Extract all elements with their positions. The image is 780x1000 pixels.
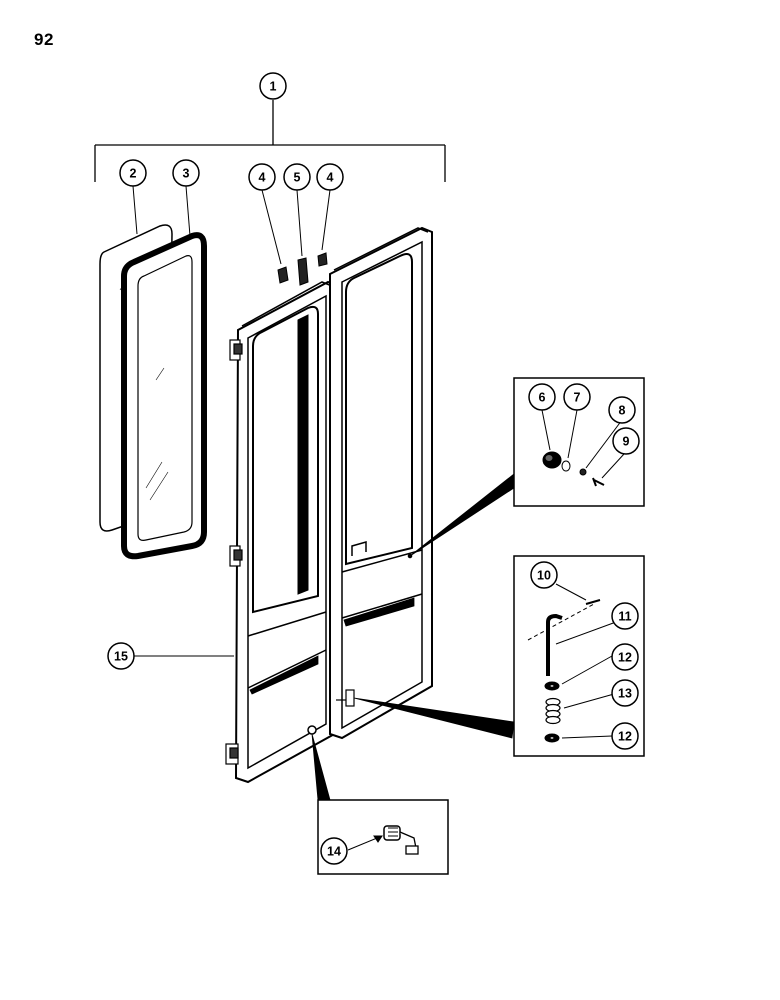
callout-c14: 14 (320, 837, 348, 865)
callout-c1: 1 (259, 72, 287, 100)
callout-number: 3 (183, 167, 190, 181)
right-door (329, 226, 433, 740)
leader-lines (132, 185, 331, 657)
callout-number: 13 (618, 687, 632, 701)
callout-c3: 3 (172, 159, 200, 187)
callout-number: 9 (623, 435, 630, 449)
callout-c9: 9 (612, 427, 640, 455)
callout-number: 6 (539, 391, 546, 405)
callout-circle (530, 561, 558, 589)
callout-c10: 10 (530, 561, 558, 589)
rubber-pads (277, 252, 328, 286)
callout-circle (611, 643, 639, 671)
callout-number: 10 (537, 569, 551, 583)
callout-c8: 8 (608, 396, 636, 424)
callout-circle (248, 163, 276, 191)
callout-circle (119, 159, 147, 187)
callout-circle (612, 427, 640, 455)
callout-c7: 7 (563, 383, 591, 411)
callout-circle (107, 642, 135, 670)
callout-number: 12 (618, 651, 632, 665)
pad-right (317, 252, 328, 267)
callout-number: 15 (114, 650, 128, 664)
callout-c2: 2 (119, 159, 147, 187)
callout-c12a: 12 (611, 643, 639, 671)
callout-number: 8 (619, 404, 626, 418)
callout-number: 4 (327, 171, 334, 185)
callout-number: 7 (574, 391, 581, 405)
callout-number: 4 (259, 171, 266, 185)
callout-circle (563, 383, 591, 411)
callout-c4b: 4 (316, 163, 344, 191)
callout-c13: 13 (611, 679, 639, 707)
page-number: 92 (34, 30, 54, 49)
callout-circle (259, 72, 287, 100)
callout-wedges (311, 473, 521, 801)
callout-circle (611, 602, 639, 630)
assembly-bracket (94, 100, 446, 182)
callout-circle (283, 163, 311, 191)
callout-c6: 6 (528, 383, 556, 411)
callout-number: 14 (327, 845, 341, 859)
callout-c5: 5 (283, 163, 311, 191)
callout-c11: 11 (611, 602, 639, 630)
window-seal (121, 232, 207, 560)
callout-circle (320, 837, 348, 865)
callout-number: 12 (618, 730, 632, 744)
callout-c15: 15 (107, 642, 135, 670)
callout-circle (316, 163, 344, 191)
callout-number: 11 (618, 610, 631, 624)
callout-c4a: 4 (248, 163, 276, 191)
callout-number: 1 (270, 80, 277, 94)
callout-circle (528, 383, 556, 411)
left-door (225, 280, 339, 784)
callout-circle (608, 396, 636, 424)
hinges (225, 339, 243, 765)
callout-circle (172, 159, 200, 187)
callout-number: 2 (130, 167, 137, 181)
latch-knob (542, 451, 605, 487)
callout-c12b: 12 (611, 722, 639, 750)
callout-circle (611, 722, 639, 750)
pad-left (277, 266, 289, 284)
pad-center (297, 257, 309, 286)
callout-number: 5 (294, 171, 301, 185)
callout-circle (611, 679, 639, 707)
